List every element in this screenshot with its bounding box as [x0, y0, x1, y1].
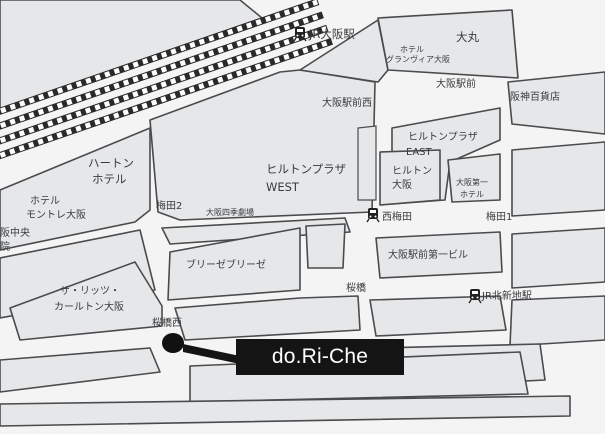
- label-umeda1: 梅田1: [486, 212, 513, 223]
- label-shiki-theatre: 大阪四季劇場: [206, 208, 254, 217]
- block-right-1: [511, 141, 605, 217]
- label-daimaru: 大丸: [456, 30, 479, 44]
- station-label-jr-osaka: JR大阪駅: [309, 27, 355, 41]
- label-monterey-1: ホテル: [30, 196, 60, 207]
- block-small-tri: [305, 223, 346, 269]
- label-monterey-2: モントレ大阪: [26, 210, 86, 221]
- label-daiichi-1: 大阪第一: [456, 178, 488, 187]
- station-label-jr-kitashinchi: JR北新地駅: [482, 291, 532, 302]
- label-hilton-osaka-2: 大阪: [392, 180, 412, 191]
- train-icon: [468, 289, 482, 304]
- block-hearton: [0, 127, 151, 251]
- label-granvia-2: グランヴィア大阪: [386, 55, 450, 64]
- label-granvia-1: ホテル: [400, 45, 424, 54]
- label-sakurabashi-nishi: 桜橋西: [152, 318, 182, 329]
- location-dot-icon[interactable]: [162, 333, 184, 353]
- label-chuo-2: 院: [0, 242, 10, 253]
- block-hanshin: [507, 71, 605, 135]
- label-ritz-2: カールトン大阪: [54, 302, 124, 313]
- block-breeze: [167, 227, 301, 301]
- station-label-nishi-umeda: 西梅田: [382, 212, 412, 223]
- label-chuo-1: 阪中央: [0, 228, 30, 239]
- train-icon: [293, 27, 307, 42]
- block-right-3: [509, 295, 605, 347]
- railway: [0, 0, 333, 169]
- block-ritz: [9, 261, 163, 341]
- label-sakurabashi: 桜橋: [346, 283, 366, 294]
- block-hilton-osaka: [379, 149, 441, 206]
- label-osaka-ekimae: 大阪駅前: [436, 79, 476, 90]
- block-lower-right-1: [369, 295, 507, 337]
- block-shiki: [161, 217, 351, 245]
- label-ekimae-dai1: 大阪駅前第一ビル: [388, 250, 468, 261]
- label-osaka-ekimae-nishi: 大阪駅前西: [322, 98, 372, 109]
- block-right-2: [511, 227, 605, 289]
- label-hilton-west-1: ヒルトンプラザ: [266, 162, 347, 176]
- train-icon: [366, 208, 380, 223]
- shop-callout-label[interactable]: do.Ri-Che: [236, 339, 404, 375]
- block-daiichi: [447, 153, 501, 203]
- label-breeze: ブリーゼブリーゼ: [186, 260, 266, 271]
- label-ritz-1: ザ・リッツ・: [60, 286, 120, 297]
- label-daiichi-2: ホテル: [460, 190, 484, 199]
- block-ekimae1: [375, 231, 503, 279]
- block-daimaru: [377, 9, 519, 79]
- label-hilton-osaka-1: ヒルトン: [392, 166, 432, 177]
- label-hilton-east-1: ヒルトンプラザ: [408, 132, 478, 143]
- label-hilton-west-2: WEST: [266, 180, 299, 194]
- label-hilton-east-2: EAST: [406, 147, 432, 158]
- label-hearton-2: ホテル: [92, 172, 127, 186]
- block-mid-lower: [174, 295, 361, 341]
- label-umeda2: 梅田2: [156, 201, 183, 212]
- label-hanshin: 阪神百貨店: [510, 92, 560, 103]
- block-bottom-left: [0, 347, 161, 393]
- label-hearton-1: ハートン: [88, 156, 134, 170]
- block-bottom-strip: [0, 395, 571, 427]
